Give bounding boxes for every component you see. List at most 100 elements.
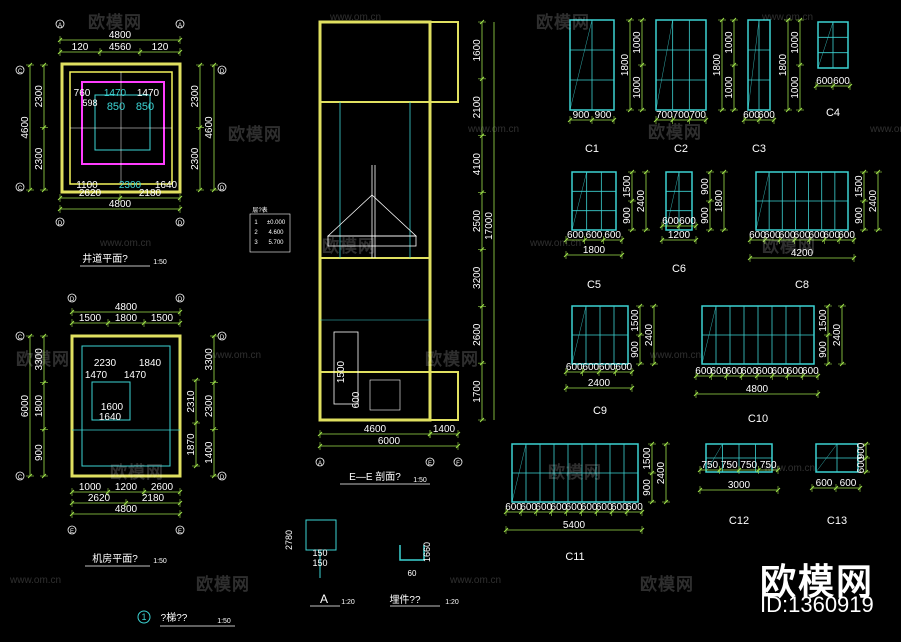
dim-label: 2300 xyxy=(190,85,201,108)
dim-label: 2310 xyxy=(186,390,197,413)
dim-label: 5.700 xyxy=(268,240,284,246)
dim-label: 600 xyxy=(566,362,583,373)
dim-label: 1840 xyxy=(139,358,162,369)
window-label: C9 xyxy=(593,405,607,417)
dim-label: 4.600 xyxy=(268,230,284,236)
dim-label: 4600 xyxy=(364,424,387,435)
axis-bubble xyxy=(15,331,25,341)
legend-title: 层?表 xyxy=(252,206,267,214)
machine-room-wall xyxy=(70,334,182,478)
dim-label: 1000 xyxy=(724,76,735,99)
dim-label: 1000 xyxy=(790,76,801,99)
detail-a-section xyxy=(305,519,337,551)
elevator-car xyxy=(81,81,165,165)
dim-label: 760 xyxy=(74,88,91,99)
dim-label: 2780 xyxy=(284,530,294,550)
dim-label: 1470 xyxy=(137,88,160,99)
watermark-url: www.om.cn xyxy=(10,575,62,586)
stair-label: 1500 xyxy=(336,360,347,383)
dim-label: 1500 xyxy=(151,313,174,324)
pit-bump xyxy=(429,371,459,421)
dim-label: 600 xyxy=(566,502,583,513)
dim-label: 1800 xyxy=(583,245,606,256)
dim-label: 900 xyxy=(700,178,711,195)
axis-bubble xyxy=(453,457,463,467)
dim-label: 1200 xyxy=(668,230,691,241)
dim-label: 600 xyxy=(567,230,584,241)
dim-label: 1 xyxy=(254,220,258,226)
window-c5 xyxy=(571,171,617,231)
dim-label: 700 xyxy=(656,110,673,121)
dim-label: 900 xyxy=(595,110,612,121)
window-label: C2 xyxy=(674,143,688,155)
detail-label: 埋件?? xyxy=(389,594,421,606)
drawing-scale: 1:50 xyxy=(217,618,231,625)
dim-label: 4800 xyxy=(746,384,769,395)
axis-bubble-label: F xyxy=(456,461,460,467)
drawing-title: E—E 剖面? xyxy=(349,470,401,483)
dim-label: 600 xyxy=(743,110,760,121)
dim-label: 600 xyxy=(809,230,826,241)
watermark: 欧模网 xyxy=(548,463,602,483)
dim-label: 2300 xyxy=(190,147,201,170)
axis-bubble xyxy=(67,525,77,535)
dim-label: 2400 xyxy=(644,323,655,346)
window-c2 xyxy=(655,19,707,111)
dim-label: 600 xyxy=(695,366,712,377)
axis-bubble xyxy=(67,293,77,303)
axis-bubble xyxy=(55,217,65,227)
window-label: C3 xyxy=(752,143,766,155)
watermark-url: www.om.cn xyxy=(210,350,262,361)
axis-bubble-label: D xyxy=(70,297,75,303)
window-diagonal xyxy=(755,171,770,231)
dim-label: ±0.000 xyxy=(267,220,286,226)
dim-label: 2100 xyxy=(472,96,483,119)
dim-label: 600 xyxy=(758,110,775,121)
dim-label: 3000 xyxy=(728,480,751,491)
drawing-scale: 1:50 xyxy=(413,477,427,484)
watermark: 欧模网 xyxy=(322,237,376,257)
dim-label: 600 xyxy=(520,502,537,513)
dim-label: 600 xyxy=(741,366,758,377)
dim-label: 4200 xyxy=(791,248,814,259)
dim-label: 900 xyxy=(854,207,865,224)
dim-label: 600 xyxy=(551,502,568,513)
dim-label: 1400 xyxy=(433,424,456,435)
dim-label: 6000 xyxy=(20,394,31,417)
dim-label: 1000 xyxy=(79,482,102,493)
dim-label: 600 xyxy=(787,366,804,377)
window-label: C8 xyxy=(795,279,809,291)
watermark-url: www.om.cn xyxy=(764,463,816,474)
dim-label: 1400 xyxy=(204,441,215,464)
window-label: C10 xyxy=(748,413,768,425)
drawing-scale: 1:50 xyxy=(153,558,167,565)
axis-bubble xyxy=(15,182,25,192)
dim-label: 600 xyxy=(662,216,679,227)
axis-bubble xyxy=(217,65,227,75)
dim-label: 2400 xyxy=(588,378,611,389)
window-label: C1 xyxy=(585,143,599,155)
dim-label: 600 xyxy=(840,478,857,489)
dim-label: 2300 xyxy=(34,147,45,170)
dim-label: 2600 xyxy=(472,323,483,346)
axis-bubble-label: C xyxy=(18,475,23,481)
dim-label: 750 xyxy=(721,460,738,471)
axis-bubble-label: E xyxy=(178,529,182,535)
machine-room-inner xyxy=(81,345,171,467)
dim-label: 600 xyxy=(596,502,613,513)
axis-bubble-label: D xyxy=(220,69,225,75)
dim-label: 600 xyxy=(856,456,867,473)
dim-label: 600 xyxy=(794,230,811,241)
machine-room-bump xyxy=(429,21,459,103)
watermark-url: www.om.cn xyxy=(100,238,152,249)
axis-bubble-label: E xyxy=(428,461,432,467)
dim-label: 700 xyxy=(689,110,706,121)
dim-label: 2180 xyxy=(142,493,165,504)
dim-label: 4560 xyxy=(109,42,132,53)
dim-label: 2300 xyxy=(119,180,142,191)
dim-label: 600 xyxy=(802,366,819,377)
dim-label: 2300 xyxy=(34,85,45,108)
dim-label: 4600 xyxy=(20,116,31,139)
dim-label: 900 xyxy=(622,207,633,224)
